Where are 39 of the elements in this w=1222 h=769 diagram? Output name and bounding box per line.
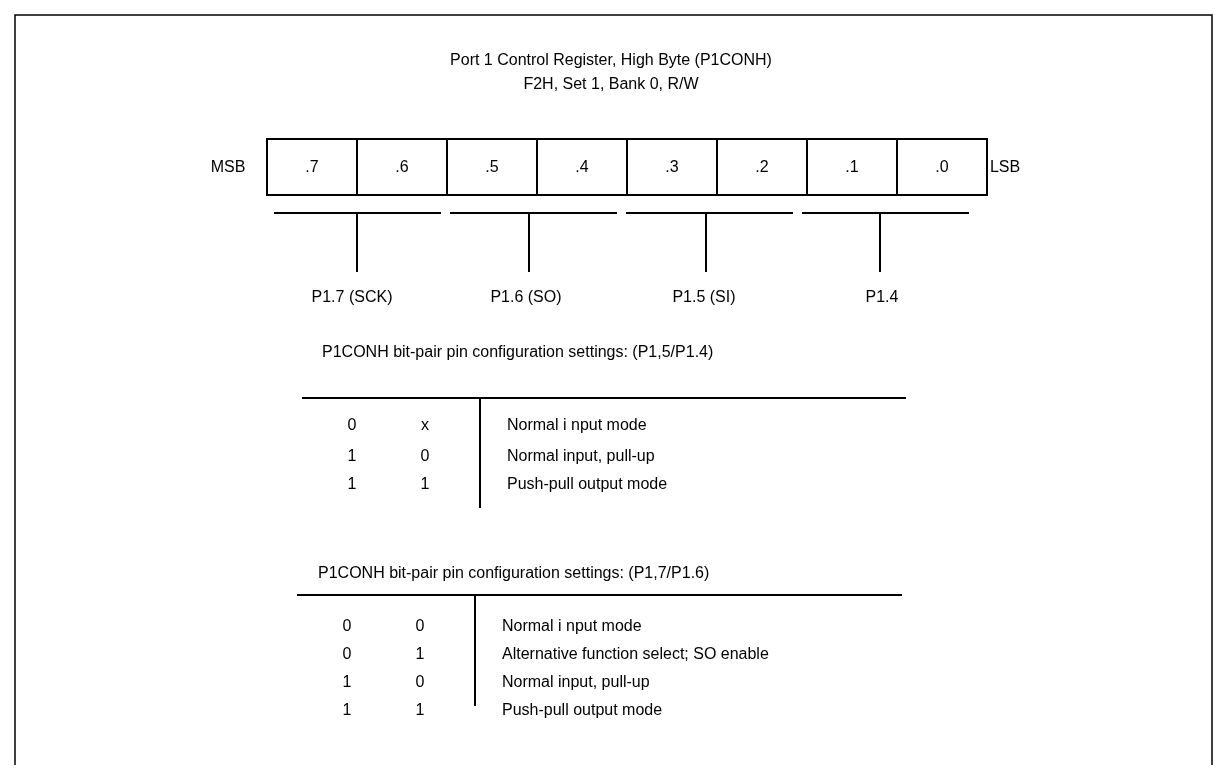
bit-cell: .3 (628, 138, 718, 196)
register-end-label: LSB (989, 158, 1021, 176)
bit-cell: .5 (448, 138, 538, 196)
table-heading: P1CONH bit-pair pin configuration settings: (P1,7/P1.6) (318, 564, 710, 582)
bit-cell: .4 (538, 138, 628, 196)
mode-description: Normal input, pull-up (502, 673, 650, 691)
bit-cell: .7 (266, 138, 358, 196)
bit-cell: .2 (718, 138, 808, 196)
register-address: F2H, Set 1, Bank 0, R/W (523, 75, 699, 93)
bit-value: 0 (420, 447, 430, 465)
pin-name: P1.6 (SO) (490, 288, 562, 306)
bit-value: x (421, 416, 429, 434)
mode-description: Push-pull output mode (507, 475, 668, 493)
bit-value: 1 (342, 701, 352, 719)
bit-cell: .0 (898, 138, 988, 196)
bit-value: 0 (415, 617, 425, 635)
bit-value: 0 (415, 673, 425, 691)
bit-cell: .1 (808, 138, 898, 196)
pin-name: P1.4 (865, 288, 899, 306)
bit-value: 1 (342, 673, 352, 691)
pin-name: P1.5 (SI) (672, 288, 736, 306)
mode-description: Normal i nput mode (502, 617, 642, 635)
mode-description: Alternative function select; SO enable (502, 645, 769, 663)
mode-description: Push-pull output mode (502, 701, 663, 719)
bit-value: 1 (347, 447, 357, 465)
bit-cell: .6 (358, 138, 448, 196)
mode-description: Normal i nput mode (507, 416, 647, 434)
pin-name: P1.7 (SCK) (311, 288, 393, 306)
bit-value: 0 (342, 645, 352, 663)
table-heading: P1CONH bit-pair pin configuration settings: (P1,5/P1.4) (322, 343, 714, 361)
bit-value: 1 (347, 475, 357, 493)
register-title: Port 1 Control Register, High Byte (P1CONH) (450, 51, 772, 69)
bit-value: 1 (415, 645, 425, 663)
register-end-label: MSB (210, 158, 246, 176)
mode-description: Normal input, pull-up (507, 447, 655, 465)
bit-value: 1 (415, 701, 425, 719)
bit-value: 0 (347, 416, 357, 434)
bit-value: 0 (342, 617, 352, 635)
bit-value: 1 (420, 475, 430, 493)
